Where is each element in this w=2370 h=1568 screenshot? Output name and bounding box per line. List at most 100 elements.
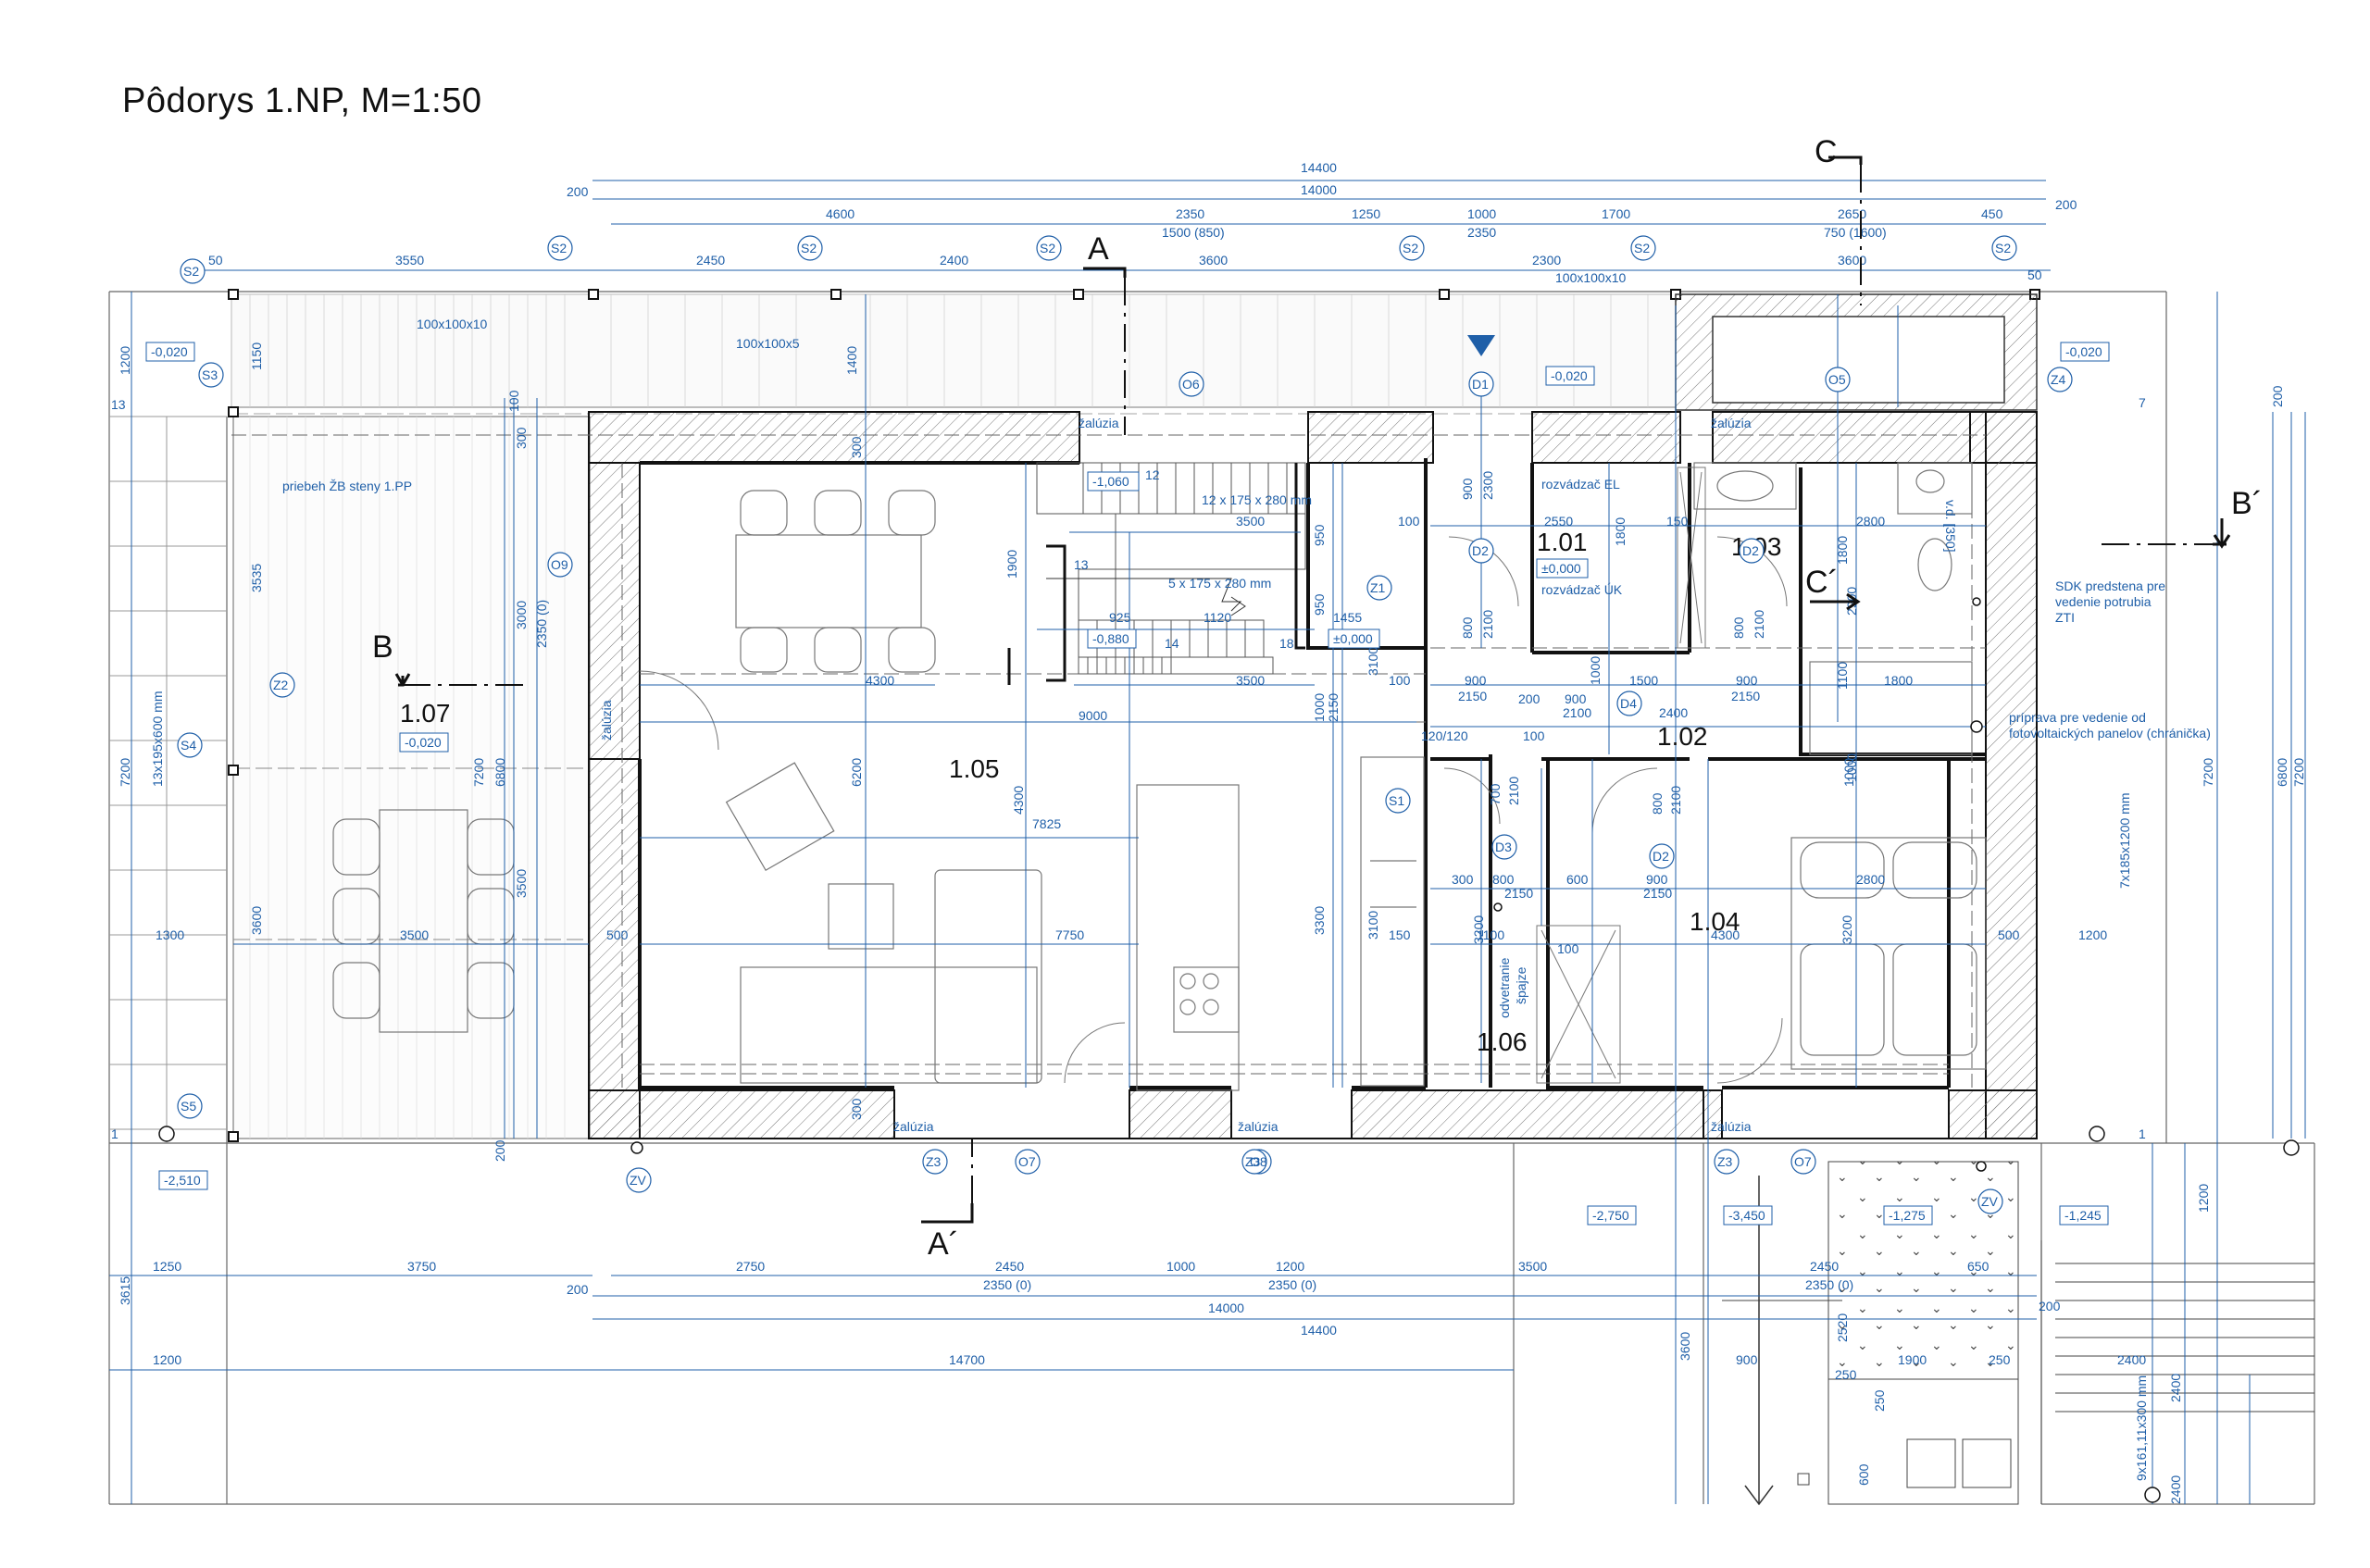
dim-i-950a: 950 xyxy=(1312,524,1327,546)
tag-o8: O8 xyxy=(1250,1154,1267,1169)
dim-l-1300: 1300 xyxy=(156,927,184,942)
dim-i-800c: 800 xyxy=(1650,792,1665,815)
room-1.02: 1.02 xyxy=(1657,722,1708,751)
dim-i-300a: 300 xyxy=(849,1098,864,1120)
dim-i-3100a: 3100 xyxy=(1366,647,1380,676)
tag-d1: D1 xyxy=(1472,377,1489,392)
dim-i-2150a: 2150 xyxy=(1458,689,1487,703)
dim-i-200: 200 xyxy=(1518,691,1540,706)
dim-14000-top: 14000 xyxy=(1301,182,1337,197)
dim-i-1000c: 1000 xyxy=(1841,758,1856,787)
dim-b-2350-0a: 2350 (0) xyxy=(983,1277,1031,1292)
room-1.07: 1.07 xyxy=(400,699,451,728)
tag-o7-2: O7 xyxy=(1794,1154,1812,1169)
dim-b-200-r: 200 xyxy=(2039,1299,2061,1313)
dim-l-6800: 6800 xyxy=(493,758,507,787)
dim-b-14400: 14400 xyxy=(1301,1323,1337,1338)
level-2: -0,020 xyxy=(405,735,442,750)
tag-z3-1: Z3 xyxy=(926,1154,942,1169)
dim-l-3615: 3615 xyxy=(118,1276,132,1305)
dim-l-3500: 3500 xyxy=(514,869,529,898)
note-s14: 14 xyxy=(1165,636,1179,651)
dim-r-9x: 9x161,11x300 mm xyxy=(2134,1375,2149,1481)
tag-s2-1: S2 xyxy=(183,264,199,279)
note-stairs-2: 5 x 175 x 280 mm xyxy=(1168,576,1271,591)
glass-canopy xyxy=(1675,293,2038,411)
dim-i-4300a: 4300 xyxy=(866,673,894,688)
dim-2400: 2400 xyxy=(940,253,968,268)
dim-50-r: 50 xyxy=(2027,268,2042,282)
dim-2300: 2300 xyxy=(1532,253,1561,268)
level-4: -0,020 xyxy=(2065,344,2102,359)
dim-i-4300v: 4300 xyxy=(1011,786,1026,815)
dim-r-1200: 1200 xyxy=(2196,1184,2211,1213)
dim-b-1000: 1000 xyxy=(1166,1259,1195,1274)
dim-b-250-b: 250 xyxy=(1989,1352,2011,1367)
dim-r-7200: 7200 xyxy=(2201,758,2215,787)
note-zaluzia-4: žalúzia xyxy=(1238,1119,1279,1134)
door-swings xyxy=(639,536,1788,1084)
dim-3550: 3550 xyxy=(395,253,424,268)
dim-b-3500: 3500 xyxy=(1518,1259,1547,1274)
dim-i-2150b: 2150 xyxy=(1731,689,1760,703)
dim-l-3535: 3535 xyxy=(249,564,264,592)
dim-l-13: 13 xyxy=(111,397,126,412)
dim-b-250-a: 250 xyxy=(1835,1367,1857,1382)
dim-b-14700: 14700 xyxy=(949,1352,985,1367)
interior-walls xyxy=(638,458,1986,1089)
dim-i-3100b: 3100 xyxy=(1366,911,1380,940)
ramp-arrow xyxy=(1744,1176,1774,1506)
note-pv-1: príprava pre vedenie od xyxy=(2009,710,2146,725)
dim-i-1500: 1500 xyxy=(1629,673,1658,688)
dim-l-2350: 2350 (0) xyxy=(534,600,549,648)
tag-d2-1: D2 xyxy=(1472,543,1489,558)
level-11: -3,450 xyxy=(1728,1208,1765,1223)
dim-i-1120: 1120 xyxy=(1204,610,1231,625)
section-b-prime: B´ xyxy=(2231,486,2263,521)
tag-s2-2: S2 xyxy=(551,241,567,255)
dim-2350-b: 2350 xyxy=(1467,225,1496,240)
dim-i-2100b: 2100 xyxy=(1480,610,1495,639)
dim-i-700: 700 xyxy=(1488,783,1503,805)
misc-symbols xyxy=(158,597,2300,1503)
dim-i-3500c: 3500 xyxy=(1236,514,1265,529)
note-vd: v.d. [350] xyxy=(1943,500,1958,553)
section-markers xyxy=(394,156,2231,1224)
note-s12: 12 xyxy=(1145,467,1160,482)
dim-2350: 2350 xyxy=(1176,206,1204,221)
dim-b-1250: 1250 xyxy=(153,1259,181,1274)
level-7: ±0,000 xyxy=(1333,631,1373,646)
note-profile-2: 100x100x5 xyxy=(736,336,800,351)
dim-i-500a: 500 xyxy=(606,927,629,942)
note-profile-3: 100x100x10 xyxy=(1555,270,1627,285)
dim-l-300: 300 xyxy=(514,427,529,449)
dim-l-3000: 3000 xyxy=(514,601,529,629)
dim-1000: 1000 xyxy=(1467,206,1496,221)
dim-3600-b: 3600 xyxy=(1838,253,1866,268)
site-frame xyxy=(108,291,2315,1505)
dim-b-2400: 2400 xyxy=(2117,1352,2146,1367)
room-1.01: 1.01 xyxy=(1537,528,1588,556)
dimension-lines xyxy=(109,180,2306,1504)
dining-set xyxy=(735,490,936,673)
room-1.04: 1.04 xyxy=(1690,907,1740,936)
bedroom-furniture xyxy=(1790,837,1987,1070)
dim-i-4300b: 4300 xyxy=(1711,927,1740,942)
dim-i-2150d: 2150 xyxy=(1643,886,1672,901)
level-9: -2,510 xyxy=(164,1173,201,1188)
dim-i-800d: 800 xyxy=(1492,872,1515,887)
chairs-top xyxy=(740,490,936,673)
level-1: -0,020 xyxy=(151,344,188,359)
note-sdk-1: SDK predstena pre xyxy=(2055,579,2165,593)
notes: 100x100x10 100x100x5 100x100x10 priebeh … xyxy=(282,270,2211,1134)
dim-l-200: 200 xyxy=(493,1139,507,1162)
stair-wall xyxy=(1007,463,1305,685)
dim-l-3600: 3600 xyxy=(249,906,264,935)
note-sdk-2: vedenie potrubia xyxy=(2055,594,2152,609)
dim-14400-top: 14400 xyxy=(1301,160,1337,175)
tag-o7-1: O7 xyxy=(1018,1154,1036,1169)
dim-i-1900: 1900 xyxy=(1004,550,1019,579)
terrace-tiles-left xyxy=(109,416,227,1143)
dim-i-7750: 7750 xyxy=(1055,927,1084,942)
tag-o6: O6 xyxy=(1182,377,1200,392)
